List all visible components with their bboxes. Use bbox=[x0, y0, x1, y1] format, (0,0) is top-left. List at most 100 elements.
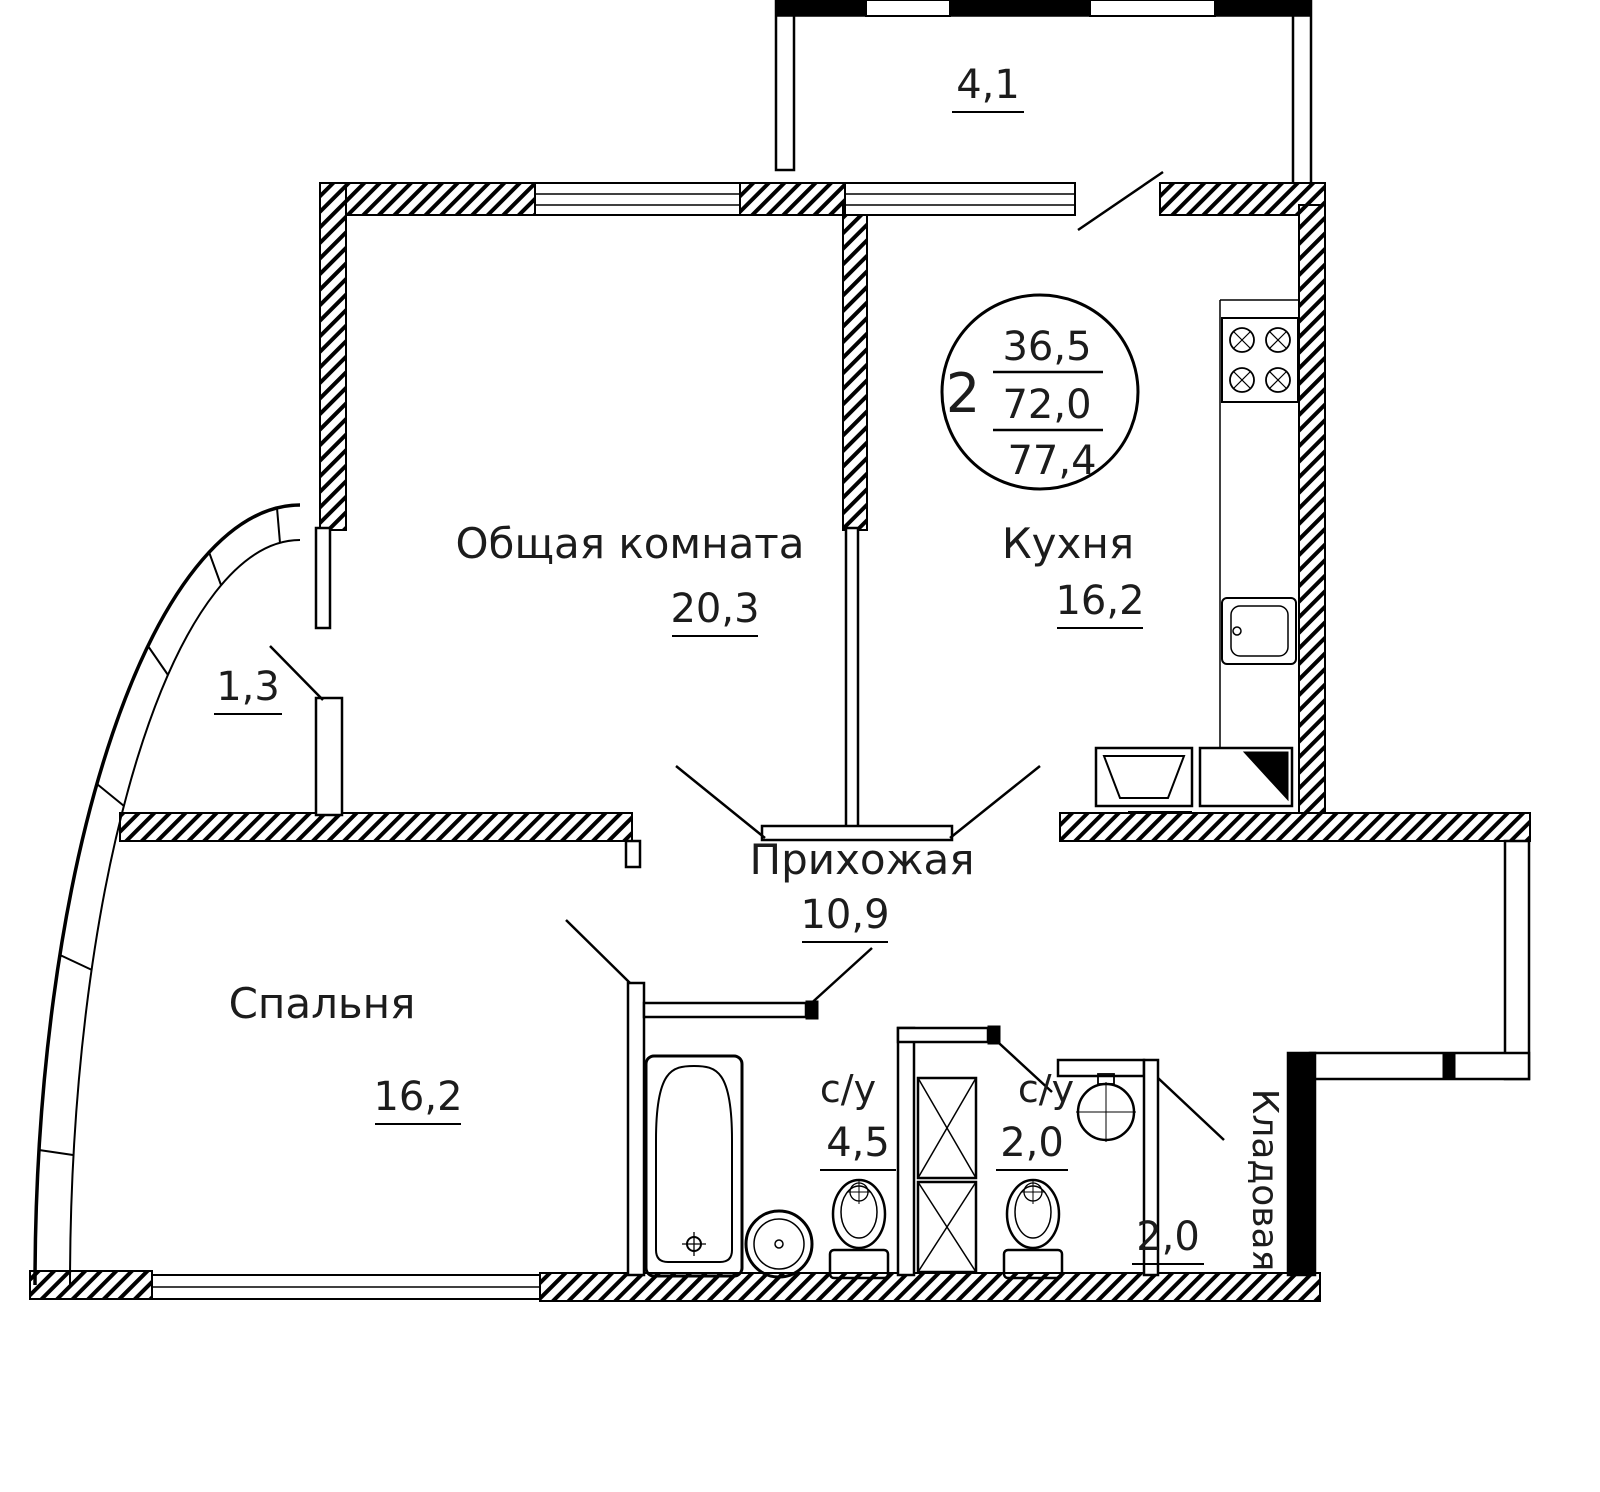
balcony-window bbox=[1089, 0, 1216, 17]
kitchen-area: 16,2 bbox=[1055, 578, 1144, 624]
wall-left bbox=[319, 182, 347, 531]
door-loggia bbox=[269, 645, 324, 701]
wall-kitchen-right bbox=[1298, 204, 1326, 842]
vent-shaft-icon bbox=[916, 1076, 978, 1180]
window-balcony-door-wall bbox=[844, 182, 1076, 216]
toilet-icon bbox=[1002, 1178, 1064, 1280]
wall-cap bbox=[1442, 1052, 1456, 1080]
wall-top-mid bbox=[739, 182, 846, 216]
round-basin-icon bbox=[744, 1209, 814, 1279]
wall-cap bbox=[987, 1025, 1001, 1045]
balcony-label: 4,1 bbox=[952, 62, 1024, 113]
wall-storage-left bbox=[1142, 1058, 1160, 1277]
balcony-window bbox=[865, 0, 951, 17]
storage-name: Кладовая bbox=[1244, 1089, 1285, 1271]
stove-icon bbox=[1221, 317, 1299, 403]
kitchen-label: Кухня 16,2 bbox=[1002, 519, 1145, 629]
windows bbox=[151, 182, 1076, 1300]
doors bbox=[269, 170, 1225, 1141]
wall-mid-right bbox=[1059, 812, 1531, 842]
badge-living-area: 36,5 bbox=[1002, 324, 1091, 370]
door-bathroom2 bbox=[987, 1032, 1053, 1093]
bathroom-fixtures bbox=[644, 1054, 1136, 1280]
loggia-label: 1,3 bbox=[214, 664, 282, 715]
loggia-area: 1,3 bbox=[216, 664, 280, 710]
vent-shaft-icon bbox=[916, 1180, 978, 1274]
wall-mid-left bbox=[119, 812, 633, 842]
wall-top-left bbox=[324, 182, 536, 216]
storage-label: Кладовая 2,0 bbox=[1132, 1089, 1285, 1271]
balcony-top-wall bbox=[775, 0, 867, 17]
living-room-name: Общая комната bbox=[455, 519, 804, 568]
curved-wall-inner bbox=[69, 539, 301, 1286]
living-room-area: 20,3 bbox=[670, 586, 759, 632]
curved-wall bbox=[33, 503, 301, 1286]
wall-loggia-stub-lower bbox=[314, 696, 344, 817]
kitchen-name: Кухня bbox=[1002, 519, 1134, 568]
curve-tick bbox=[38, 1149, 74, 1156]
room-labels: Общая комната 20,3 Кухня 16,2 Прихожая 1… bbox=[214, 62, 1285, 1271]
door-kitchen bbox=[949, 765, 1041, 839]
balcony-top-wall bbox=[1214, 0, 1312, 17]
dishwasher-icon bbox=[1094, 746, 1194, 813]
badge-area: 72,0 bbox=[1002, 382, 1091, 428]
badge-total-area: 77,4 bbox=[1007, 438, 1096, 484]
bedroom-name: Спальня bbox=[229, 979, 416, 1028]
wall-bedroom-bathroom bbox=[626, 981, 646, 1277]
kitchen-sink-icon bbox=[1221, 597, 1297, 665]
wall-living-kitchen-thin bbox=[844, 526, 860, 835]
curved-wall-outer bbox=[33, 503, 301, 1286]
balcony-right-wall bbox=[1291, 0, 1313, 188]
wall-storage-right bbox=[1286, 1051, 1317, 1277]
apartment-info-badge: 2 36,5 72,0 77,4 bbox=[940, 293, 1140, 491]
wall-hallway-right bbox=[1503, 839, 1531, 1081]
hallway-area: 10,9 bbox=[800, 892, 889, 938]
curve-tick bbox=[208, 551, 222, 586]
badge-circle bbox=[940, 293, 1140, 491]
door-bedroom bbox=[565, 919, 631, 984]
window-bedroom-bottom bbox=[151, 1274, 541, 1300]
wall-loggia-stub-upper bbox=[314, 526, 332, 630]
wall-hallway-bottom-right bbox=[1308, 1051, 1531, 1081]
door-bathroom1 bbox=[805, 947, 873, 1009]
partition-walls bbox=[314, 526, 1531, 1277]
storage-area: 2,0 bbox=[1136, 1214, 1200, 1260]
toilet-icon bbox=[828, 1178, 890, 1280]
kitchen-fixtures bbox=[1094, 299, 1299, 813]
balcony-structure bbox=[774, 0, 1313, 188]
bathtub-icon bbox=[644, 1054, 744, 1278]
door-balcony bbox=[1077, 170, 1164, 232]
bathroom1-area: 4,5 bbox=[826, 1120, 890, 1166]
curve-tick bbox=[96, 783, 125, 807]
wall-hallway-top bbox=[760, 824, 954, 842]
wall-stub-midwall bbox=[624, 839, 642, 869]
curve-tick bbox=[147, 645, 169, 676]
hallway-name: Прихожая bbox=[750, 835, 975, 884]
wall-bathroom2-top bbox=[896, 1026, 990, 1044]
balcony-area: 4,1 bbox=[956, 62, 1020, 108]
wall-bathroom1-top bbox=[642, 1001, 808, 1019]
badge-rooms-count: 2 bbox=[946, 362, 980, 425]
bathroom2-area: 2,0 bbox=[1000, 1120, 1064, 1166]
hallway-label: Прихожая 10,9 bbox=[750, 835, 975, 943]
fridge-icon bbox=[1198, 746, 1294, 808]
door-storage bbox=[1157, 1077, 1225, 1141]
balcony-top-wall bbox=[949, 0, 1091, 17]
curve-tick bbox=[276, 507, 281, 544]
wall-sink-icon bbox=[1076, 1073, 1136, 1142]
curve-tick bbox=[59, 954, 93, 971]
bathroom2-label: с/у 2,0 bbox=[996, 1067, 1074, 1171]
bedroom-label: Спальня 16,2 bbox=[229, 979, 463, 1125]
window-living-top bbox=[534, 182, 741, 216]
bathroom1-label: с/у 4,5 bbox=[820, 1067, 896, 1171]
bathroom1-name: с/у bbox=[820, 1067, 876, 1111]
wall-living-kitchen bbox=[842, 204, 868, 531]
wall-caps bbox=[805, 1000, 1456, 1080]
bathroom2-name: с/у bbox=[1018, 1067, 1074, 1111]
balcony-left-wall bbox=[774, 0, 796, 172]
door-living-room bbox=[675, 765, 766, 839]
wall-bottom-left bbox=[29, 1270, 153, 1300]
